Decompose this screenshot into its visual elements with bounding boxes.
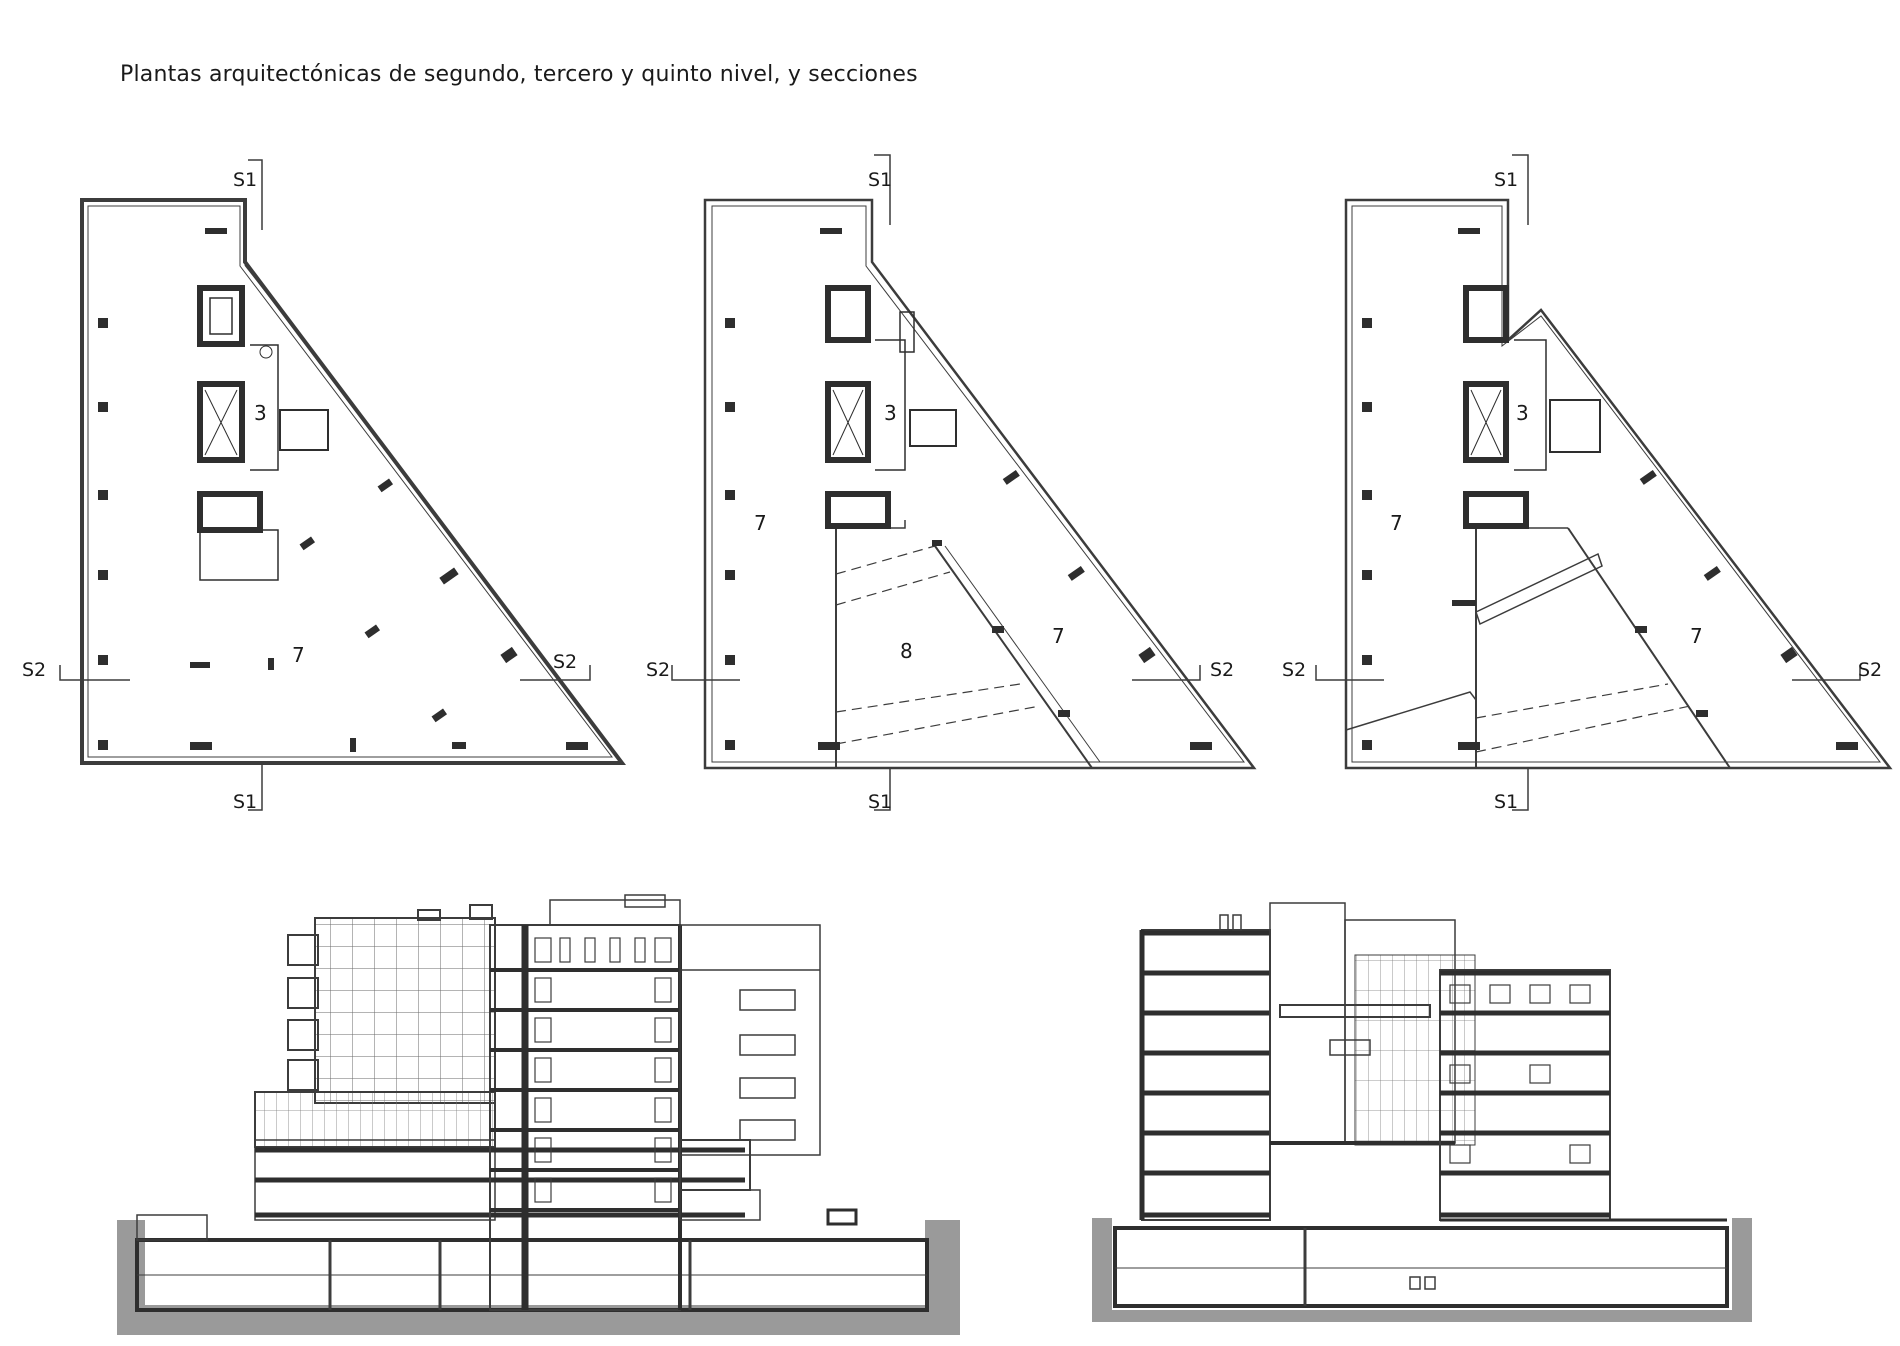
columns [1362, 228, 1858, 750]
glass-volume [314, 917, 496, 1104]
section-tag-s2-right: S2 [1210, 659, 1234, 681]
plan-outline [703, 198, 1257, 770]
plan-outline [1344, 198, 1893, 770]
room-number-office-west: 7 [754, 511, 767, 535]
section-longitudinal [117, 894, 960, 1335]
plan-second-level: S1 S1 S2 S2 3 7 [22, 159, 627, 813]
section-transversal [1092, 902, 1752, 1322]
room-number-void: 8 [900, 639, 913, 663]
core-block [1463, 285, 1601, 529]
room-number-core: 3 [254, 401, 267, 425]
room-number-office-west: 7 [1390, 511, 1403, 535]
plan-fifth-level: S1 S1 S2 S2 3 7 7 [1282, 154, 1893, 813]
section-tag-s2-right: S2 [553, 651, 577, 673]
section-tag-s1-bottom: S1 [233, 791, 257, 813]
section-tag-s1-top: S1 [868, 169, 892, 191]
section-tag-s2-right: S2 [1858, 659, 1882, 681]
columns [725, 228, 1212, 750]
plan-third-level: S1 S1 S2 S2 3 7 8 7 [646, 154, 1257, 813]
section-markers [1315, 154, 1861, 811]
section-tag-s1-bottom: S1 [1494, 791, 1518, 813]
section-markers [671, 154, 1201, 811]
section-tag-s1-top: S1 [1494, 169, 1518, 191]
room-number-office-east: 7 [1690, 624, 1703, 648]
section-tag-s1-top: S1 [233, 169, 257, 191]
room-number-office: 7 [292, 643, 305, 667]
section-tag-s2-left: S2 [22, 659, 46, 681]
core-block [825, 285, 957, 529]
plan-outline [80, 198, 627, 765]
room-number-office-east: 7 [1052, 624, 1065, 648]
ground-fill [117, 1220, 960, 1335]
room-number-core: 3 [884, 401, 897, 425]
columns [98, 228, 588, 752]
core-block [197, 285, 329, 581]
section-tag-s2-left: S2 [1282, 659, 1306, 681]
page-title: Plantas arquitectónicas de segundo, terc… [120, 62, 918, 87]
central-block [489, 924, 681, 1311]
ground-fill [1092, 1218, 1752, 1322]
room-number-core: 3 [1516, 401, 1529, 425]
section-tag-s2-left: S2 [646, 659, 670, 681]
section-markers [59, 159, 591, 811]
section-tag-s1-bottom: S1 [868, 791, 892, 813]
